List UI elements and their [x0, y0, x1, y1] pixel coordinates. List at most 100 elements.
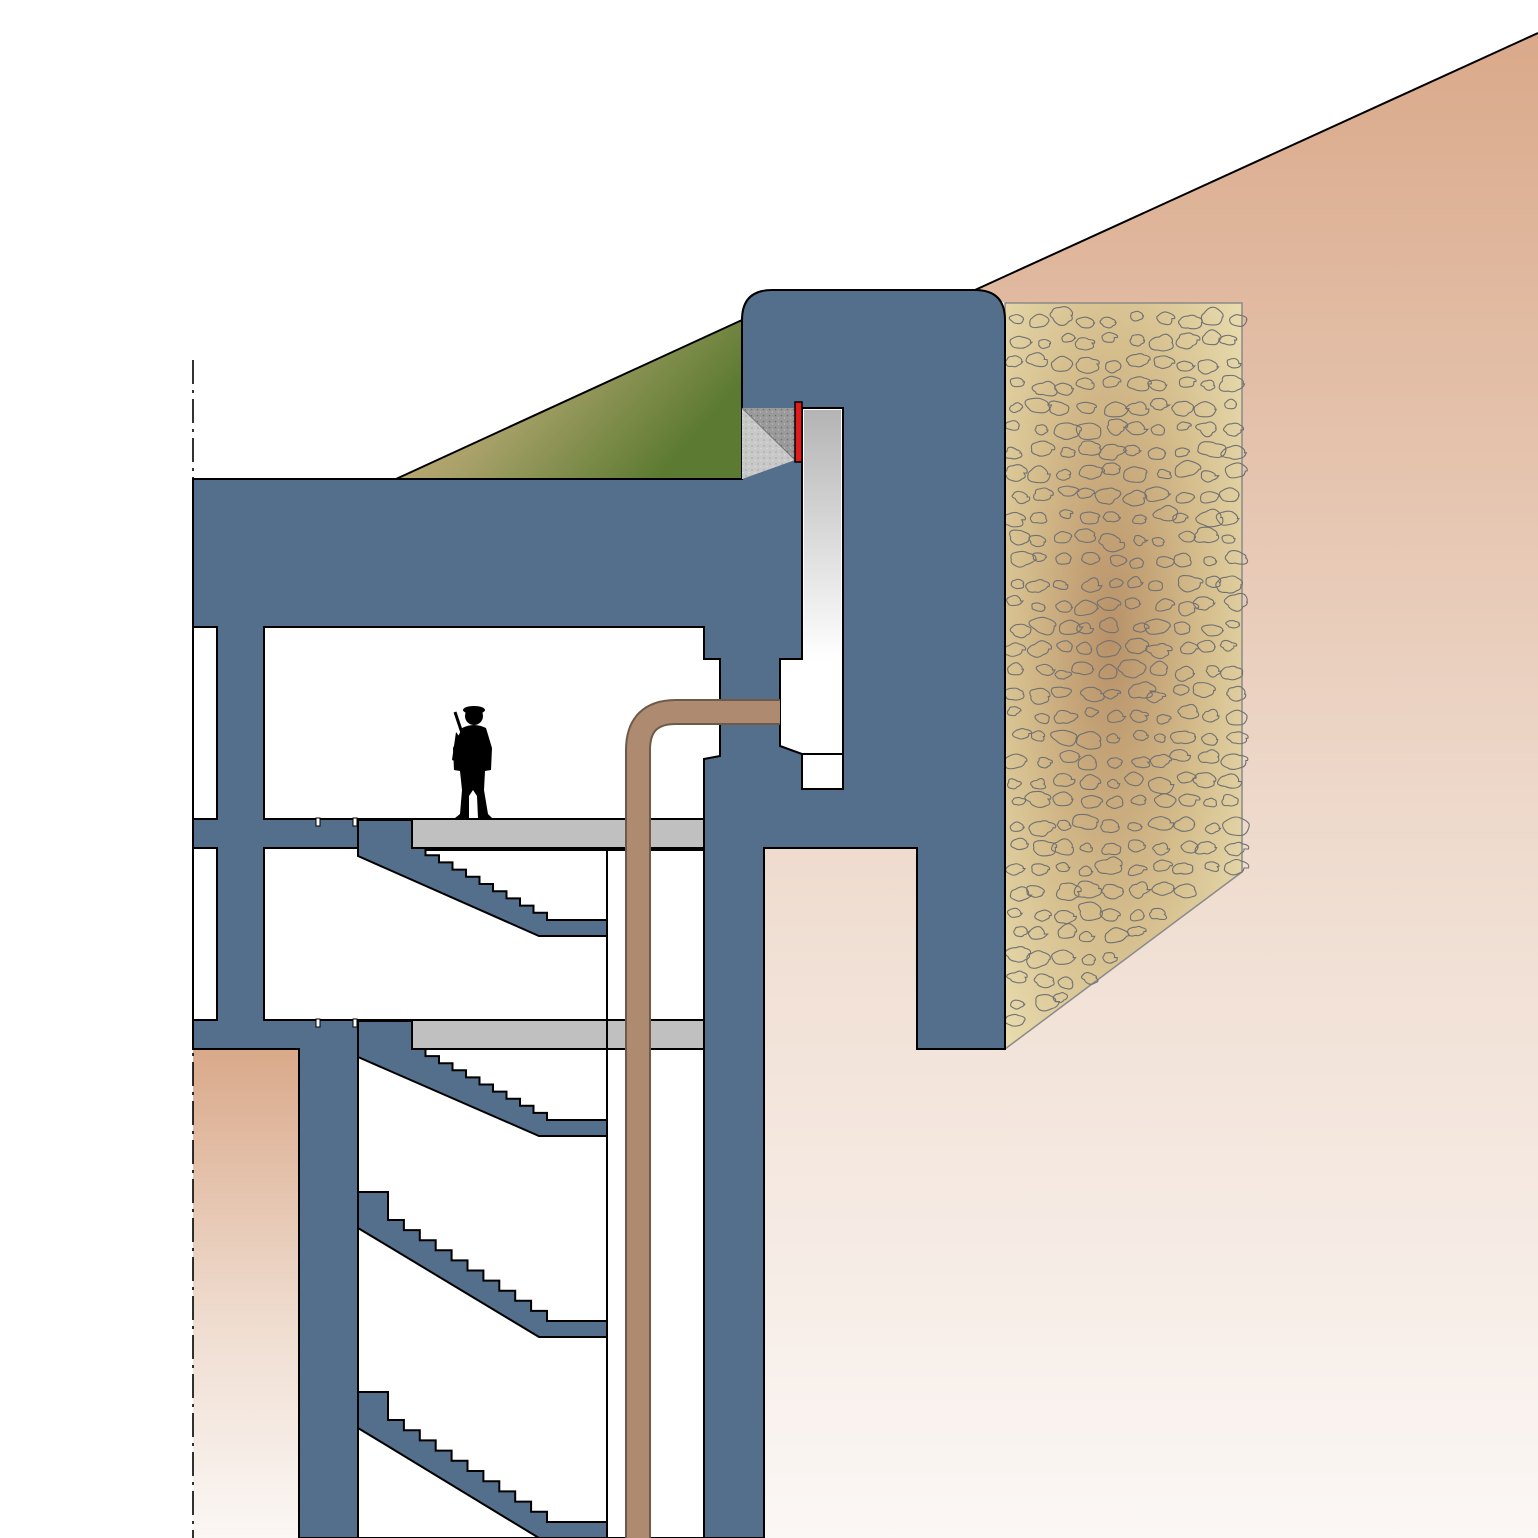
rubble-stone: [1013, 926, 1031, 938]
rubble-stone: [1029, 687, 1051, 705]
rubble-stone: [1150, 424, 1166, 436]
rubble-stone: [1197, 749, 1220, 764]
rubble-stone: [1194, 841, 1218, 855]
rubble-stone: [1147, 816, 1175, 831]
rubble-stone: [1034, 424, 1049, 436]
rubble-stone: [1076, 487, 1096, 499]
gravel-fill-light: [742, 408, 795, 479]
rubble-stone: [1055, 552, 1072, 565]
rubble-stone: [1127, 839, 1147, 853]
rubble-stone: [1106, 733, 1121, 744]
rubble-stone: [1129, 557, 1145, 569]
rubble-stone: [1098, 443, 1128, 461]
rubble-stone: [1056, 819, 1072, 831]
rubble-stone: [1177, 575, 1204, 593]
rubble-stone: [1127, 576, 1145, 589]
interior-voids: [192, 407, 844, 1538]
rubble-stone: [1149, 660, 1169, 677]
rubble-stone: [1195, 421, 1217, 438]
rubble-stone: [1081, 953, 1097, 966]
rubble-stone: [1220, 444, 1248, 460]
rubble-stone: [1178, 601, 1200, 617]
rubble-stone: [1196, 639, 1216, 653]
rubble-stone: [1061, 332, 1077, 343]
rubble-stone: [1025, 579, 1050, 593]
rubble-stone: [1026, 950, 1051, 969]
rubble-stone: [1009, 402, 1024, 414]
rubble-stone: [1029, 313, 1050, 329]
rubble-stone: [1106, 778, 1121, 790]
rubble-stone: [1006, 970, 1028, 984]
rubble-stone: [1026, 885, 1045, 898]
rubble-stone: [1028, 820, 1057, 838]
rubble-stone: [1104, 401, 1130, 418]
rubble-stone: [1058, 619, 1084, 635]
rubble-stone: [1229, 314, 1248, 327]
rubble-stone: [1049, 306, 1074, 326]
rubble-stone: [1100, 819, 1120, 834]
rubble-stone: [1156, 468, 1172, 480]
rubble-stone: [1179, 641, 1199, 655]
rubble-stone: [1221, 793, 1239, 807]
rubble-stone: [1076, 401, 1097, 415]
rubble-stone: [1175, 332, 1201, 350]
rubble-stone: [1009, 335, 1034, 349]
rubble-stone: [1080, 972, 1099, 985]
rubble-stone: [1101, 842, 1122, 856]
rubble-stone: [1099, 908, 1121, 922]
rubble-stone: [1173, 816, 1196, 832]
rubble-stone: [1006, 778, 1022, 790]
rubble-stone: [1130, 310, 1144, 322]
rubble-stone: [1225, 620, 1241, 629]
rubble-stone: [1218, 487, 1240, 503]
rubble-stone: [1076, 641, 1093, 655]
rubble-stone: [1074, 528, 1097, 543]
rubble-stone: [1055, 882, 1082, 902]
rubble-stone: [1173, 552, 1192, 568]
rubble-stone: [1201, 624, 1225, 637]
rubble-stone: [1060, 446, 1076, 458]
rubble-stone: [1149, 753, 1173, 769]
rubble-stone: [1081, 551, 1101, 565]
rubble-stone: [1129, 334, 1146, 347]
rubble-stone: [1192, 772, 1217, 789]
rubble-stone: [1024, 790, 1052, 808]
rubble-stone: [1124, 771, 1144, 787]
rubble-stone: [1151, 881, 1176, 896]
rubble-stone: [1128, 881, 1152, 899]
rubble-stone: [1104, 360, 1122, 374]
rubble-stone: [1132, 514, 1147, 525]
rubble-stone: [1005, 863, 1027, 876]
rubble-stone: [1102, 688, 1122, 700]
rubble-stone: [1079, 511, 1101, 525]
rubble-stone: [1153, 859, 1174, 872]
rubble-stone: [1101, 331, 1119, 343]
rubble-stone: [1053, 422, 1083, 440]
floor-slabs: [411, 818, 705, 1050]
rubble-stone: [1222, 816, 1250, 837]
rubble-stone: [1175, 491, 1196, 504]
rubble-stone: [1172, 862, 1194, 875]
rubble-stone: [1148, 580, 1163, 592]
rubble-stone: [1155, 598, 1176, 612]
rubble-stone: [1057, 976, 1074, 990]
rubble-stone: [1204, 822, 1222, 835]
rubble-stone: [1123, 444, 1143, 457]
rubble-stone: [1076, 622, 1095, 635]
rubble-stone: [1031, 863, 1051, 876]
rubble-stone: [1153, 733, 1166, 743]
rubble-stone: [1201, 708, 1220, 723]
rubble-stone: [1193, 526, 1220, 544]
rubble-stone: [1059, 509, 1074, 520]
rubble-stone: [1153, 355, 1176, 369]
rubble-stone: [1109, 578, 1124, 589]
rubble-stone: [1201, 732, 1219, 746]
rubble-stone: [1222, 422, 1245, 437]
rubble-stone: [1051, 949, 1077, 965]
rubble-stone: [1048, 400, 1070, 417]
rubble-stone: [1012, 728, 1033, 740]
rubble-stone: [1101, 462, 1121, 476]
rubble-stone: [1126, 376, 1152, 392]
rubble-stone: [1176, 421, 1192, 431]
rubble-stone: [1174, 459, 1202, 478]
